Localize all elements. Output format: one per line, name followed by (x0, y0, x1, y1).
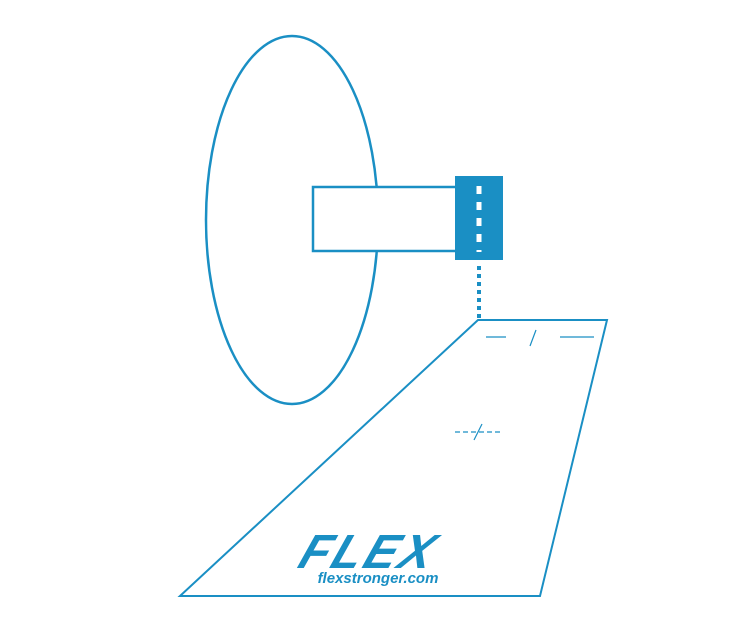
barbell-shaft (50, 201, 210, 237)
barbell-sleeve (311, 185, 459, 253)
mat-target-slash (473, 423, 483, 441)
mat-brand-logo: FLEX (292, 524, 446, 578)
barbell-collar (455, 176, 503, 260)
mat-top-guide-slash (529, 329, 537, 347)
floor-mat: FLEX flexstronger.com (177, 319, 609, 597)
mat-outline (177, 319, 609, 597)
mat-brand-url: flexstronger.com (318, 570, 439, 587)
